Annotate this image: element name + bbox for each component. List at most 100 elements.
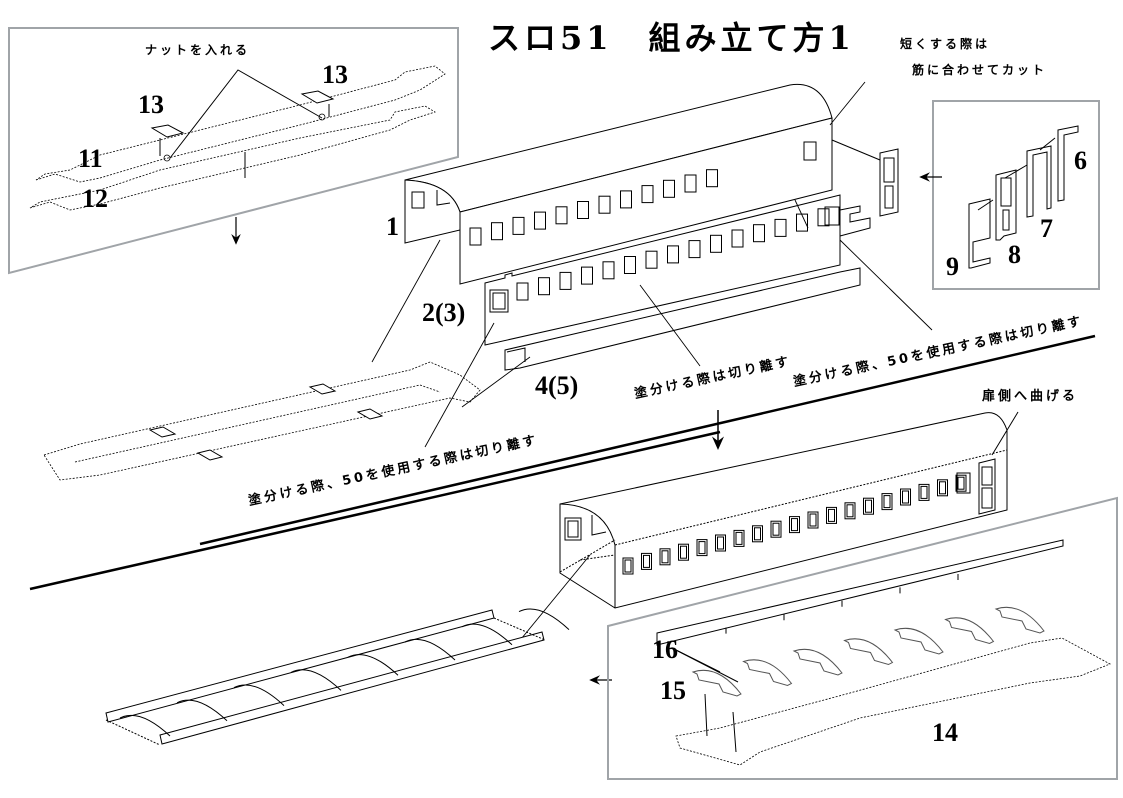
window-inner [680, 545, 687, 559]
part-label-12: 12 [82, 184, 108, 213]
bolster-row [119, 608, 570, 737]
window [900, 488, 911, 506]
window [710, 234, 722, 253]
inset-frame-floor-plates [8, 27, 459, 275]
part-15-bolster [742, 659, 793, 687]
part-2-3-side-panel [484, 194, 841, 346]
part-12-floor-plate [29, 105, 436, 211]
window [733, 529, 745, 547]
window [752, 525, 763, 543]
floor-plates-13-mounted [148, 383, 384, 461]
window [538, 277, 550, 296]
part-15-bolster [843, 638, 894, 666]
note-shorten-line2: 筋に合わせてカット [912, 63, 1048, 77]
inset-frame-doors [919, 100, 1100, 290]
car-body-assembled [559, 411, 1019, 609]
window [641, 185, 654, 204]
bolster [461, 623, 513, 646]
window-inner [791, 518, 798, 532]
floor-assembly-mid [43, 361, 481, 481]
underframe-assembled [105, 608, 570, 746]
page-title: スロ51 組み立て方1 [488, 19, 855, 57]
window [534, 211, 546, 230]
window [731, 229, 744, 248]
window-inner [643, 554, 650, 568]
bolster [233, 684, 285, 706]
window [624, 256, 636, 274]
inset-frame-underframe [607, 496, 1118, 780]
part-7-door-frame [1026, 137, 1056, 218]
part-11-floor-plate [35, 65, 446, 183]
part-15-bolster [944, 617, 995, 645]
door-assembled [831, 139, 899, 217]
window [641, 552, 652, 570]
part-4-5-strip [504, 267, 861, 371]
upper-side-panel [459, 117, 833, 285]
window [659, 548, 671, 566]
part-label-16: 16 [652, 635, 678, 664]
note-bend-door-side: 扉側へ曲げる [982, 389, 1079, 404]
window [715, 534, 726, 552]
section-divider-upper [199, 334, 1096, 546]
part-label-13b: 13 [322, 60, 348, 89]
window [469, 227, 482, 246]
car-body-exploded [404, 83, 871, 371]
window-inner [902, 490, 909, 504]
window [678, 543, 689, 561]
window [774, 218, 787, 237]
window [602, 261, 615, 280]
window-inner [865, 499, 872, 513]
note-insert-nut: ナットを入れる [145, 43, 251, 57]
window [803, 141, 817, 161]
part-label-7: 7 [1040, 214, 1053, 243]
part-label-2-3: 2(3) [422, 298, 466, 327]
window [770, 520, 782, 538]
part-label-11: 11 [78, 144, 103, 173]
window [684, 174, 697, 193]
window [881, 493, 893, 511]
part-6-door-frame [1057, 125, 1079, 202]
window-inner [883, 495, 891, 509]
part-label-13a: 13 [138, 90, 164, 119]
part-16-side-rail [656, 539, 1064, 647]
window [620, 190, 632, 209]
part-15-bolster [691, 669, 742, 697]
bolster [347, 654, 399, 676]
bolster [176, 699, 228, 722]
part-label-15: 15 [660, 676, 686, 705]
upper-window-row [469, 141, 817, 246]
window [844, 502, 856, 520]
window-inner [717, 536, 724, 550]
window [559, 271, 572, 290]
window-inner [920, 485, 928, 499]
window [706, 169, 718, 188]
window-inner [661, 550, 669, 564]
window-inner [735, 531, 743, 545]
nut-leader-lines [169, 69, 323, 159]
window-inner [809, 513, 817, 527]
bolster [518, 608, 570, 630]
window [512, 216, 525, 235]
window-inner [698, 541, 706, 555]
part-15-bolster [792, 648, 843, 676]
window [645, 250, 658, 269]
part-label-9: 9 [946, 252, 959, 281]
part-13-plate-left [150, 124, 185, 156]
bolster [119, 714, 171, 737]
window-inner [846, 504, 854, 518]
window [663, 179, 675, 198]
part-9-door-panel [968, 198, 994, 269]
window-inner [772, 522, 780, 536]
shorten-leader-line [829, 81, 866, 126]
window [817, 208, 830, 227]
part-15-bolster [994, 606, 1045, 634]
part-13-plate-right [300, 90, 335, 117]
window [807, 511, 819, 529]
window [622, 557, 634, 575]
window-inner [939, 481, 946, 495]
part-label-14: 14 [932, 718, 958, 747]
window-inner [624, 559, 632, 573]
bolster [404, 638, 456, 661]
window [581, 266, 593, 285]
part-8-door [995, 164, 1028, 241]
